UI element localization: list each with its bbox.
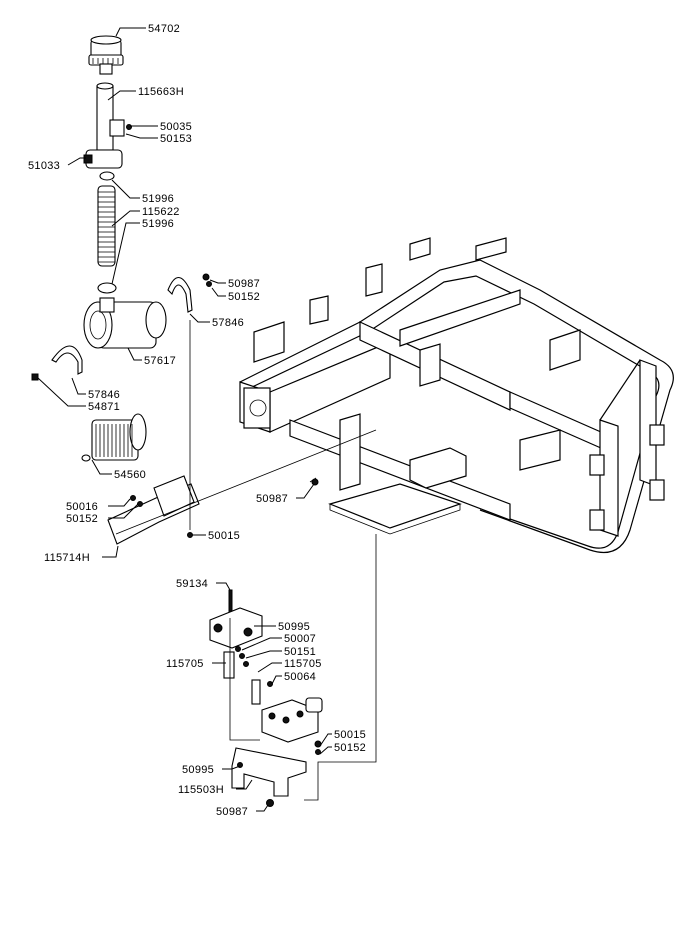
callout-115714h: 115714H [44,552,90,564]
flex-hose [97,185,116,267]
base-plate [231,747,307,797]
callout-115663h: 115663H [138,86,184,98]
callout-50035: 50035 [160,121,192,133]
callout-50987-lower: 50987 [216,806,248,818]
callout-50995-upper: 50995 [278,621,310,633]
main-frame [239,237,674,554]
clamp-ring-lower [97,282,117,294]
callout-59134: 59134 [176,578,208,590]
valve-block [261,699,319,743]
callout-115705-left: 115705 [166,658,204,670]
callout-50987-frame: 50987 [256,493,288,505]
assembly-lines [115,429,377,801]
callout-115503h: 115503H [178,784,224,796]
callout-50152-upper: 50152 [228,291,260,303]
solenoid-upper [209,607,263,649]
mounting-band-right [167,276,193,313]
nut-bottom [266,799,274,807]
callout-labels: 54702 115663H 50035 50153 51033 51996 11… [28,23,366,818]
filter-element [81,413,147,462]
clamp-ring-upper [99,171,115,181]
callout-51996-upper: 51996 [142,193,174,205]
callout-50152-lower: 50152 [334,742,366,754]
hose-clamp [83,149,123,169]
callout-50016: 50016 [66,501,98,513]
callout-50151: 50151 [284,646,316,658]
callout-51033: 51033 [28,160,60,172]
callout-54560: 54560 [114,469,146,481]
callout-57617: 57617 [144,355,176,367]
callout-50995-lower: 50995 [182,764,214,776]
mounting-plate [153,475,195,517]
callout-50007: 50007 [284,633,316,645]
callout-115622: 115622 [142,206,180,218]
callout-50987-upper: 50987 [228,278,260,290]
callout-50152-mid: 50152 [66,513,98,525]
mount-bracket-upper [223,651,235,679]
valve-assembly [209,589,323,807]
callout-50153: 50153 [160,133,192,145]
clamp-bolt-left [31,373,39,381]
callout-115705-right: 115705 [284,658,322,670]
callout-57846-left: 57846 [88,389,120,401]
mount-bracket-right [251,679,261,705]
callout-54871: 54871 [88,401,120,413]
precleaner-cap [88,35,124,75]
callout-54702: 54702 [148,23,180,35]
callout-51996-lower: 51996 [142,218,174,230]
fasteners [126,124,321,755]
air-intake-assembly [31,35,200,545]
intake-tube [96,82,125,151]
callout-50064: 50064 [284,671,316,683]
air-cleaner-housing [83,297,167,349]
mounting-band-left [51,345,83,375]
leader-lines [37,27,332,812]
callout-50015-mid: 50015 [208,530,240,542]
callout-57846-right: 57846 [212,317,244,329]
callout-50015-lower: 50015 [334,729,366,741]
